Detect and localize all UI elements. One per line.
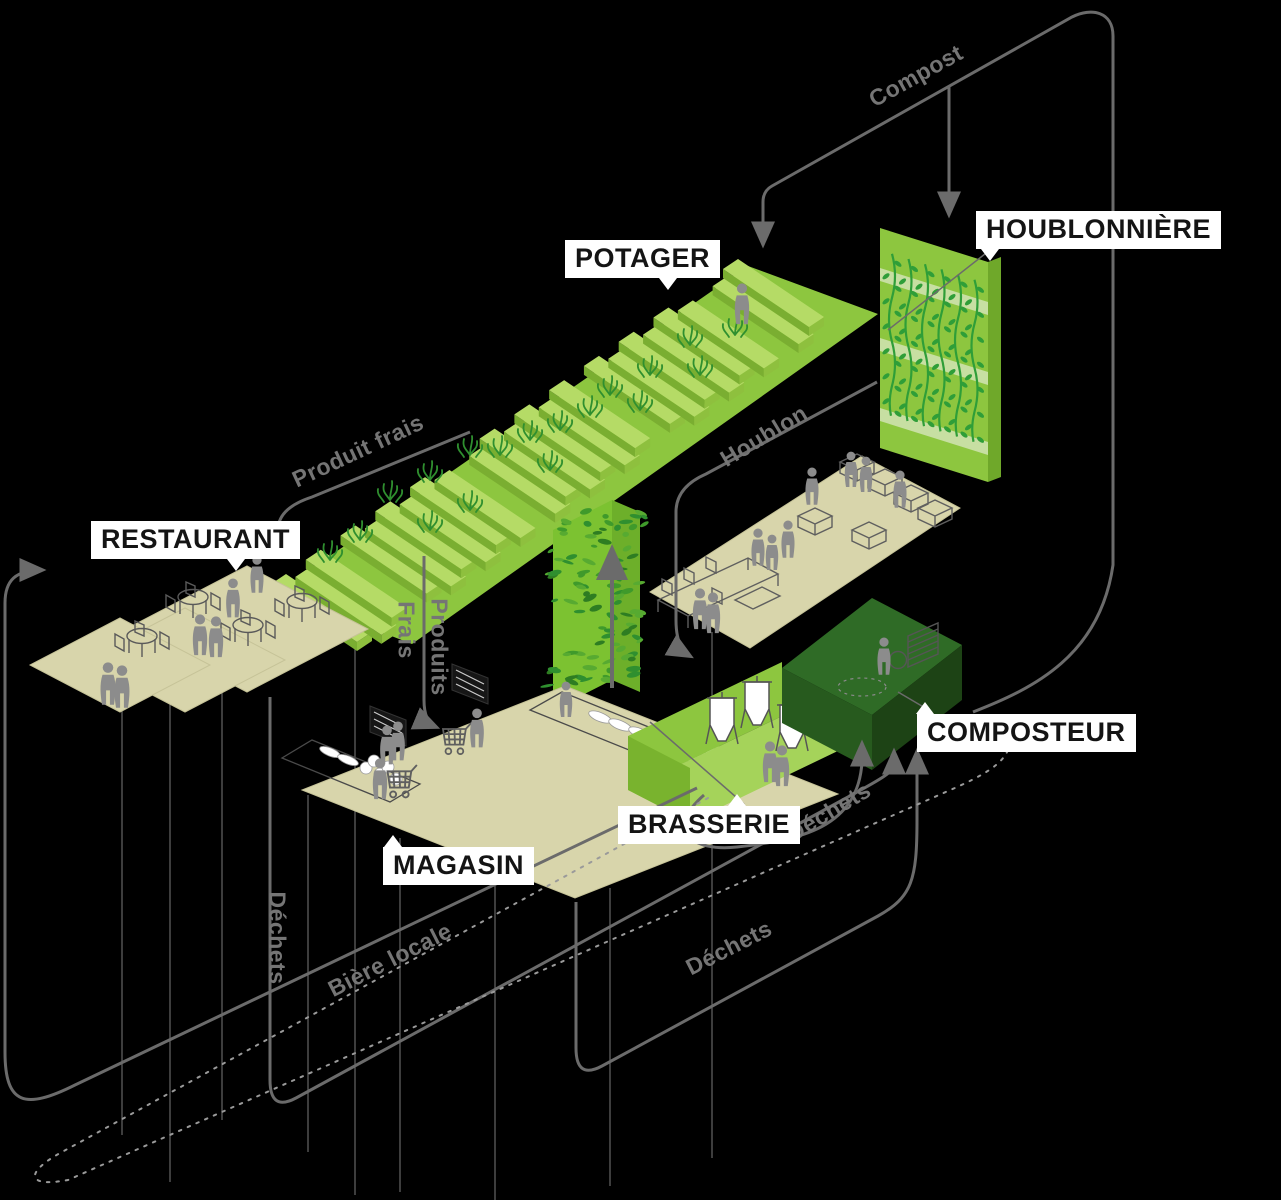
node-label-potager: POTAGER <box>565 240 721 278</box>
potager-label-pointer <box>659 278 677 290</box>
hop-vines <box>882 253 985 443</box>
hop-column-foliage <box>540 508 649 704</box>
node-label-restaurant: RESTAURANT <box>91 521 300 559</box>
composteur-label-pointer <box>916 702 934 714</box>
flow-lines <box>3 10 1115 1104</box>
magasin-label-pointer <box>384 835 402 847</box>
node-label-brasserie: BRASSERIE <box>618 806 801 844</box>
flow-label-dechets-vertical: Déchets <box>264 891 291 985</box>
houblonniere-wall <box>880 228 1001 482</box>
flow-label-frais: Frais <box>393 601 420 659</box>
node-label-houblonniere: HOUBLONNIÈRE <box>976 211 1222 249</box>
compost-line <box>751 10 1115 714</box>
workshop-long-table <box>656 555 782 628</box>
houblonniere-label-pointer <box>981 249 999 261</box>
hop-column <box>540 500 649 710</box>
dechets-restaurant-line <box>268 697 906 1104</box>
brasserie-label-pointer <box>728 794 746 806</box>
restaurant-terrace <box>28 555 370 713</box>
node-label-composteur: COMPOSTEUR <box>917 714 1136 752</box>
restaurant-label-pointer <box>227 559 245 571</box>
biere-locale-dashed-line <box>34 749 1009 1184</box>
compost-heap-outline <box>837 677 887 697</box>
dechets-magasin-line <box>574 747 929 1072</box>
brewery-terrace <box>649 451 961 649</box>
potager-grass <box>316 315 749 563</box>
flow-label-produits: Produits <box>426 598 453 696</box>
biere-locale-return-line <box>3 558 698 1101</box>
produits-frais-line <box>410 556 441 730</box>
houblon-line <box>664 380 878 659</box>
node-label-magasin: MAGASIN <box>383 847 534 885</box>
